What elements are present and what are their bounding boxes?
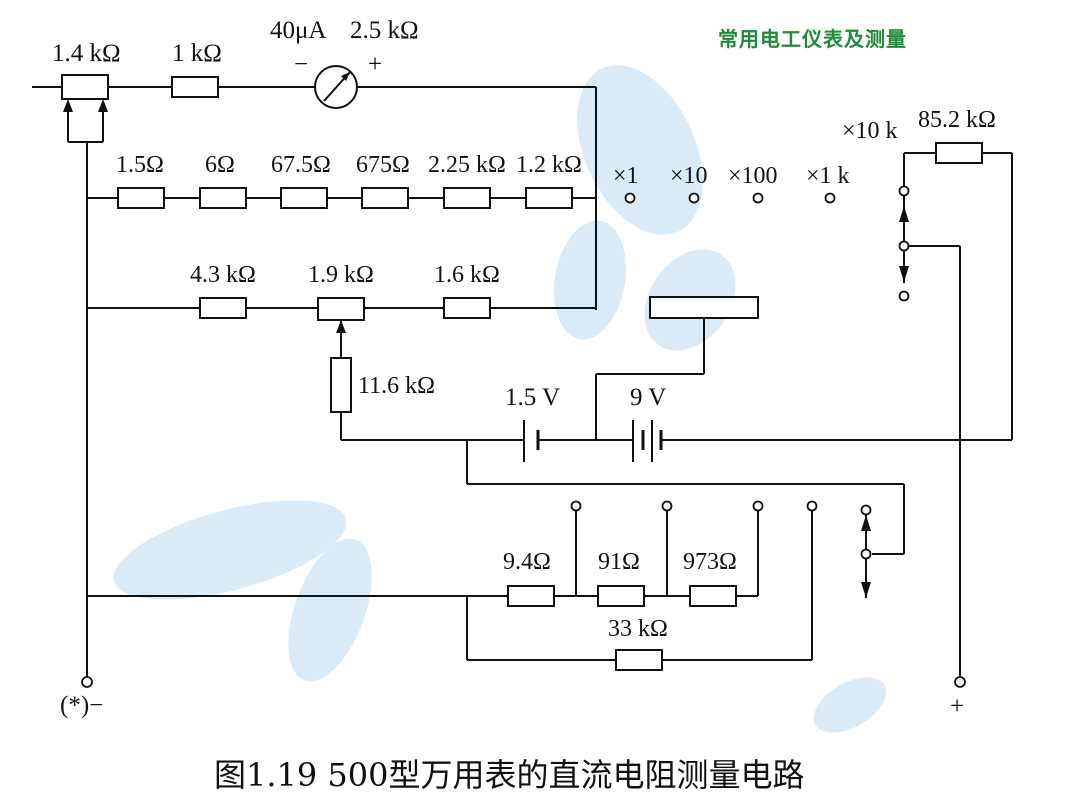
label-r-85-2k: 85.2 kΩ — [918, 107, 996, 133]
bottom-contact-3 — [752, 500, 764, 512]
label-range-x10: ×10 — [670, 163, 708, 189]
label-range-x100: ×100 — [728, 163, 778, 189]
resistor-box-top-right — [649, 296, 759, 319]
galvanometer — [314, 65, 358, 109]
label-terminal-positive: + — [950, 693, 964, 720]
resistor-675 — [361, 187, 409, 209]
label-terminal-negative: (*)− — [60, 692, 103, 719]
battery-9v — [632, 420, 663, 462]
label-meter-current: 40μA — [270, 17, 326, 44]
range-contact-x100 — [752, 192, 764, 204]
resistor-91 — [597, 585, 645, 607]
resistor-9-4 — [507, 585, 555, 607]
label-r-1k: 1 kΩ — [172, 40, 222, 67]
contact-terminals — [81, 185, 966, 688]
label-r-9-4: 9.4Ω — [503, 549, 551, 575]
resistor-6 — [199, 187, 247, 209]
label-range-x1k: ×1 k — [806, 163, 850, 189]
wires — [32, 86, 1013, 682]
label-meter-minus: − — [294, 51, 308, 78]
resistor-973 — [689, 585, 737, 607]
resistor-1k — [171, 76, 219, 98]
label-meter-plus: + — [368, 51, 382, 78]
label-r-675: 675Ω — [356, 152, 410, 178]
potentiometer-1-4k — [61, 74, 109, 100]
bottom-contact-2 — [661, 500, 673, 512]
range-contact-x1k — [824, 192, 836, 204]
label-r-1-9k: 1.9 kΩ — [308, 262, 374, 288]
resistor-85-2k — [935, 142, 983, 164]
lower-switch-top — [860, 504, 872, 516]
label-r-pot-top: 1.4 kΩ — [52, 40, 121, 67]
potentiometer-1-9k — [317, 297, 365, 321]
label-range-x10k: ×10 k — [842, 118, 898, 144]
bottom-contact-4 — [806, 500, 818, 512]
label-r-33k: 33 kΩ — [608, 616, 668, 642]
label-r-1-6k: 1.6 kΩ — [434, 262, 500, 288]
header-title: 常用电工仪表及测量 — [718, 27, 907, 51]
resistor-11-6k — [330, 357, 352, 413]
label-bat-9v: 9 V — [630, 384, 666, 411]
label-r-11-6k: 11.6 kΩ — [358, 373, 435, 399]
resistor-2-25k — [443, 187, 491, 209]
watermark-logo — [113, 65, 887, 733]
switch-contact-wiper — [898, 240, 910, 252]
resistor-33k — [615, 649, 663, 671]
resistor-1-6k — [443, 297, 491, 319]
label-r-1-2k: 1.2 kΩ — [516, 152, 582, 178]
label-r-2-25k: 2.25 kΩ — [428, 152, 506, 178]
resistor-1-2k — [525, 187, 573, 209]
switch-contact-top — [898, 185, 910, 197]
positive-terminal — [954, 676, 966, 688]
range-contact-x1 — [624, 192, 636, 204]
label-meter-resistance: 2.5 kΩ — [350, 17, 419, 44]
figure-caption: 图1.19 500型万用表的直流电阻测量电路 — [214, 756, 805, 794]
battery-1-5v — [523, 420, 540, 462]
label-r-67-5: 67.5Ω — [271, 152, 331, 178]
resistor-4-3k — [199, 297, 247, 319]
label-range-x1: ×1 — [613, 163, 639, 189]
switch-contact-bottom — [898, 290, 910, 302]
resistor-67-5 — [280, 187, 328, 209]
resistor-1-5 — [117, 187, 165, 209]
label-bat-1-5v: 1.5 V — [505, 384, 560, 411]
label-r-4-3k: 4.3 kΩ — [190, 262, 256, 288]
label-r-1-5: 1.5Ω — [116, 152, 164, 178]
label-r-91: 91Ω — [598, 549, 640, 575]
label-r-6: 6Ω — [205, 152, 235, 178]
negative-terminal — [81, 676, 93, 688]
component-labels: 1.4 kΩ 1 kΩ 40μA 2.5 kΩ − + 1.5Ω 6Ω 67.5… — [52, 17, 996, 720]
label-r-973: 973Ω — [683, 549, 737, 575]
range-contact-x10 — [688, 192, 700, 204]
resistors — [61, 74, 983, 671]
lower-switch-wiper — [860, 548, 872, 560]
bottom-contact-1 — [570, 500, 582, 512]
